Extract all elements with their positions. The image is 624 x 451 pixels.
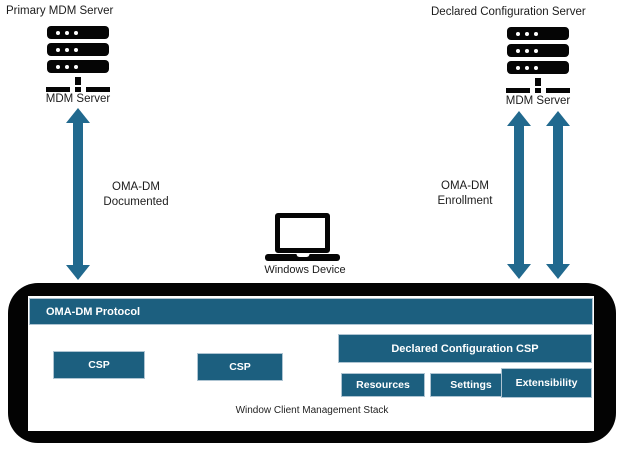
link-label-documented: OMA-DM Documented bbox=[86, 180, 186, 210]
extensibility-box: Extensibility bbox=[501, 368, 592, 398]
primary-server-caption: MDM Server bbox=[45, 93, 111, 105]
server-icon bbox=[506, 27, 570, 93]
double-arrow-documented-icon bbox=[66, 108, 90, 280]
server-icon bbox=[46, 26, 110, 92]
resources-box: Resources bbox=[341, 373, 425, 397]
link-label-line: Enrollment bbox=[437, 195, 493, 207]
laptop-icon bbox=[265, 213, 340, 261]
stack-caption: Window Client Management Stack bbox=[235, 405, 389, 416]
csp-box-left: CSP bbox=[53, 351, 145, 379]
oma-dm-protocol-bar: OMA-DM Protocol bbox=[29, 298, 593, 325]
link-label-line: OMA-DM bbox=[441, 180, 489, 192]
link-label-line: Documented bbox=[103, 196, 169, 208]
primary-server-title: Primary MDM Server bbox=[6, 5, 114, 17]
declared-configuration-csp-box: Declared Configuration CSP bbox=[338, 334, 592, 363]
settings-box: Settings bbox=[430, 373, 512, 397]
declared-server-caption: MDM Server bbox=[505, 95, 571, 107]
device-caption: Windows Device bbox=[264, 264, 346, 276]
client-stack-container: OMA-DM Protocol CSP CSP Declared Configu… bbox=[8, 283, 616, 443]
link-label-line: OMA-DM bbox=[112, 181, 160, 193]
csp-box-right: CSP bbox=[197, 353, 283, 381]
declared-server-title: Declared Configuration Server bbox=[431, 6, 586, 18]
double-arrow-enrollment-right-icon bbox=[546, 111, 570, 279]
link-label-enrollment: OMA-DM Enrollment bbox=[415, 179, 515, 209]
double-arrow-enrollment-left-icon bbox=[507, 111, 531, 279]
